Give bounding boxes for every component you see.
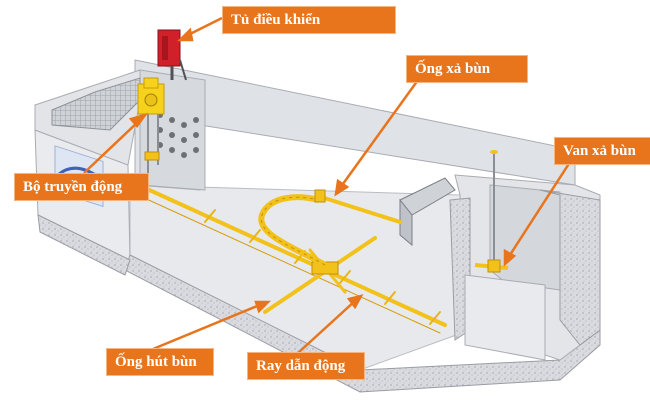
arrow-valve xyxy=(506,161,572,259)
arrow-drive-gear xyxy=(83,119,141,174)
right-wall-top-edge xyxy=(539,189,601,346)
label-sludge-drain-pipe: Ống xả bùn xyxy=(406,55,528,83)
label-sludge-suction-pipe: Ống hút bùn xyxy=(106,348,214,376)
sludge-valve-unit xyxy=(474,150,509,273)
arrow-suction-pipe xyxy=(152,302,263,351)
callout-arrows xyxy=(83,16,572,354)
right-compartment-inner xyxy=(489,184,561,291)
drive-shaft xyxy=(144,110,160,185)
drive-gear-unit xyxy=(137,77,165,115)
left-wall-base xyxy=(37,214,131,276)
label-sludge-valve: Van xả bùn xyxy=(554,137,650,165)
outlet-box xyxy=(464,274,546,361)
control-cabinet-unit xyxy=(157,29,187,81)
arrow-drain-pipe xyxy=(338,79,420,189)
sludge-drain-pipe xyxy=(314,189,402,224)
label-drive-gear: Bộ truyền động xyxy=(14,173,149,201)
front-wall-base xyxy=(124,254,601,393)
arrow-guide-rail xyxy=(297,299,357,354)
label-guide-rail: Ray dẫn động xyxy=(247,352,365,380)
arrow-control-cabinet xyxy=(185,16,223,38)
label-control-cabinet: Tủ điều khiển xyxy=(222,6,396,34)
